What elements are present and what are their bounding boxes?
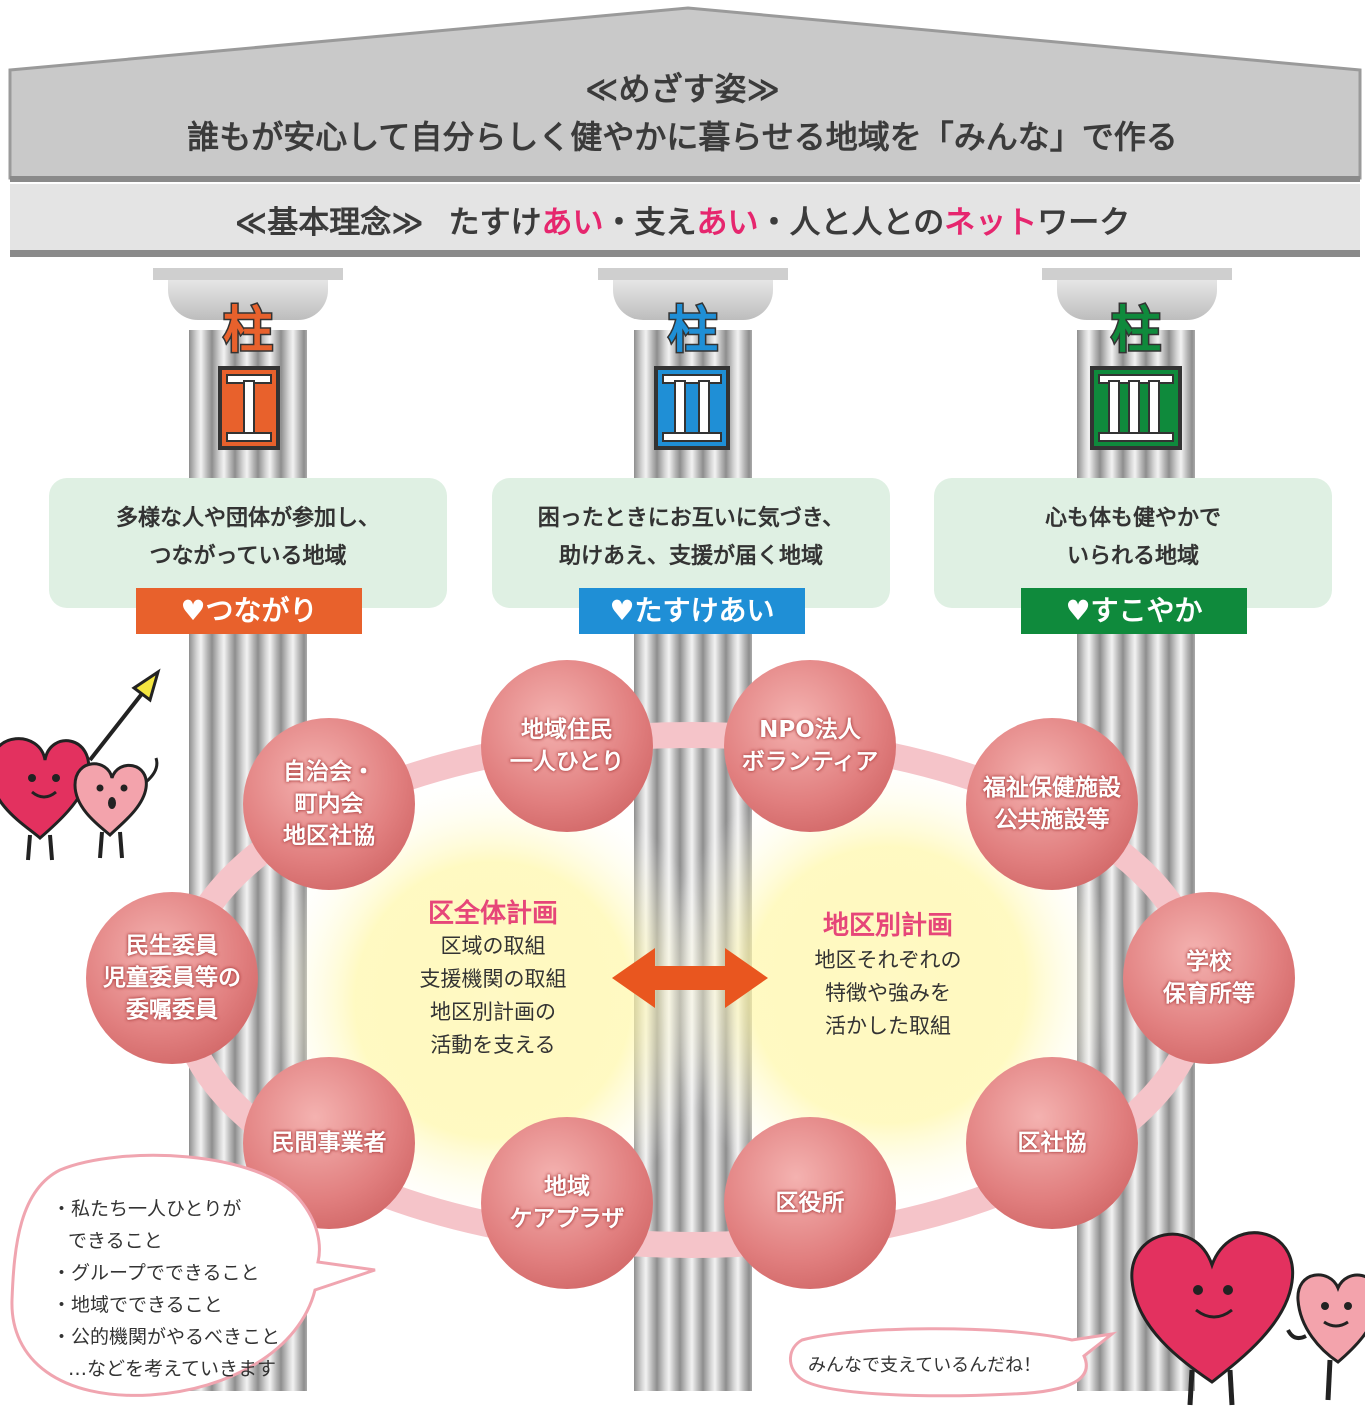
- node-commissioned-line-2: 児童委員等の: [103, 965, 241, 991]
- speech-left-line-4: ・地域でできること: [52, 1294, 223, 1316]
- node-neighborhood-line-3: 地区社協: [283, 823, 375, 849]
- district-plan-line-2: 支援機関の取組: [419, 967, 567, 991]
- pillar-1-numeral: [218, 366, 280, 450]
- node-residents-line-2: 一人ひとり: [509, 749, 625, 775]
- pillar-3-goal-line-2: いられる地域: [1066, 544, 1199, 569]
- area-plan-line-2: 特徴や強みを: [825, 981, 951, 1005]
- speech-bubble-right-text: みんなで支えているんだね！: [808, 1355, 1042, 1376]
- node-ward-office-line-1: 区役所: [775, 1190, 845, 1216]
- pillar-1-goal-line-1: 多様な人や団体が参加し、: [115, 506, 380, 531]
- node-welfare-facilities: 福祉保健施設 公共施設等: [966, 718, 1138, 890]
- node-care-plaza: 地域 ケアプラザ: [481, 1117, 653, 1289]
- speech-left-line-1: ・私たち一人ひとりが: [52, 1198, 242, 1220]
- bidirectional-arrow: [612, 948, 768, 1008]
- node-welfare-line-2: 公共施設等: [994, 807, 1110, 833]
- node-residents-line-1: 地域住民: [521, 717, 613, 743]
- philosophy-part-5: ・人と人との: [758, 205, 945, 241]
- node-neighborhood-line-1: 自治会・: [283, 759, 375, 785]
- district-plan-line-4: 活動を支える: [430, 1033, 556, 1057]
- pillar-3-goal-line-1: 心も体も健やかで: [1044, 506, 1221, 531]
- philosophy-label: ≪基本理念≫: [234, 205, 424, 241]
- speech-left-line-6: …などを考えていきます: [68, 1358, 277, 1380]
- philosophy-part-4: あい: [696, 205, 759, 241]
- node-residents: 地域住民 一人ひとり: [481, 660, 653, 832]
- node-care-plaza-line-2: ケアプラザ: [509, 1206, 625, 1232]
- roof-pediment: [8, 6, 1362, 257]
- node-npo-line-1: NPO法人: [759, 717, 861, 743]
- pillar-2-goal: 困ったときにお互いに気づき、 助けあえ、支援が届く地域: [492, 478, 890, 608]
- pillar-3-kanji: 柱: [1110, 300, 1163, 361]
- pillar-1-goal: 多様な人や団体が参加し、 つながっている地域: [49, 478, 447, 608]
- pillar-1-kanji: 柱: [222, 300, 275, 361]
- node-welfare-line-1: 福祉保健施設: [983, 775, 1121, 801]
- district-plan-line-1: 区域の取組: [440, 934, 546, 958]
- heart-characters-left-illustration: [0, 668, 161, 861]
- node-care-plaza-line-1: 地域: [544, 1174, 590, 1200]
- speech-left-line-5: ・公的機関がやるべきこと: [52, 1326, 281, 1348]
- node-private-line-1: 民間事業者: [271, 1130, 387, 1156]
- pillar-1-badge: ♥つながり: [136, 588, 362, 634]
- area-plan-title: 地区別計画: [822, 911, 953, 941]
- speech-bubble-left-text: ・私たち一人ひとりが できること ・グループでできること ・地域でできること ・…: [52, 1193, 342, 1385]
- district-plan-body: 区域の取組 支援機関の取組 地区別計画の 活動を支える: [373, 930, 613, 1062]
- node-npo-line-2: ボランティア: [741, 749, 879, 775]
- district-plan-line-3: 地区別計画の: [430, 1000, 556, 1024]
- speech-bubble-left-shape: [10, 1153, 376, 1397]
- node-commissioned-line-1: 民生委員: [126, 933, 218, 959]
- speech-left-line-2: できること: [68, 1230, 163, 1252]
- node-schools-line-2: 保育所等: [1163, 981, 1255, 1007]
- pillar-2-badge: ♥たすけあい: [579, 588, 805, 634]
- philosophy-part-1: たすけ: [448, 205, 542, 241]
- speech-left-line-3: ・グループでできること: [52, 1262, 260, 1284]
- node-ward-council: 区社協: [966, 1057, 1138, 1229]
- philosophy-part-7: ワーク: [1037, 205, 1131, 241]
- philosophy-part-3: ・支え: [603, 205, 697, 241]
- node-ward-office: 区役所: [724, 1117, 896, 1289]
- district-plan-title: 区全体計画: [427, 899, 558, 929]
- pillar-2-goal-line-1: 困ったときにお互いに気づき、: [537, 506, 845, 531]
- pillar-3-numeral: [1090, 366, 1182, 450]
- node-schools: 学校 保育所等: [1123, 892, 1295, 1064]
- node-commissioned-line-3: 委嘱委員: [126, 997, 218, 1023]
- pillar-2-kanji: 柱: [667, 300, 720, 361]
- node-npo: NPO法人 ボランティア: [724, 660, 896, 832]
- speech-bubble-right-shape: [789, 1327, 1118, 1398]
- pillar-2-goal-line-2: 助けあえ、支援が届く地域: [558, 544, 823, 569]
- philosophy-part-2: あい: [541, 205, 604, 241]
- area-plan-line-3: 活かした取組: [825, 1014, 951, 1038]
- node-neighborhood-associations: 自治会・ 町内会 地区社協: [243, 718, 415, 890]
- area-plan-line-1: 地区それぞれの: [814, 948, 962, 972]
- pillar-3-badge: ♥すこやか: [1021, 588, 1247, 634]
- node-ward-council-line-1: 区社協: [1017, 1130, 1087, 1156]
- area-plan-body: 地区それぞれの 特徴や強みを 活かした取組: [768, 944, 1008, 1043]
- pillar-3-goal: 心も体も健やかで いられる地域: [934, 478, 1332, 608]
- pillar-1-goal-line-2: つながっている地域: [149, 544, 347, 569]
- node-commissioned-members: 民生委員 児童委員等の 委嘱委員: [86, 892, 258, 1064]
- philosophy-part-6: ネット: [944, 205, 1038, 241]
- node-schools-line-1: 学校: [1186, 949, 1232, 975]
- heart-characters-right-illustration: [1130, 1231, 1365, 1406]
- node-neighborhood-line-2: 町内会: [294, 791, 364, 817]
- vision-label: ≪めざす姿≫: [584, 70, 780, 108]
- vision-text: 誰もが安心して自分らしく健やかに暮らせる地域を「みんな」で作る: [187, 118, 1178, 156]
- philosophy-line: ≪基本理念≫ たすけあい・支えあい・人と人とのネットワーク: [0, 197, 1365, 242]
- pillar-2-numeral: [654, 366, 730, 450]
